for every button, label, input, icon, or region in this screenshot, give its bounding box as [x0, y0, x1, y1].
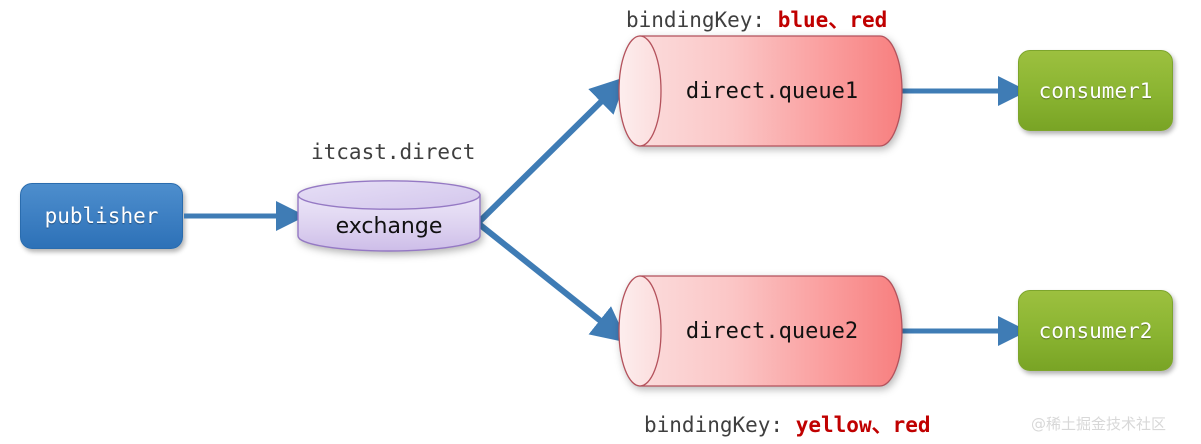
consumer1-label: consumer1 — [1038, 78, 1153, 103]
queue-node-2[interactable]: direct.queue2 — [618, 272, 906, 390]
exchange-node[interactable]: exchange — [296, 180, 482, 252]
binding-key-separator-queue2: 、 — [871, 413, 893, 437]
binding-key-value-queue2-1: yellow — [795, 413, 872, 437]
binding-key-value-queue2-2: red — [892, 413, 931, 437]
binding-key-prefix-queue1: bindingKey: — [626, 8, 766, 32]
exchange-name-label: itcast.direct — [311, 140, 476, 164]
binding-key-value-queue1-1: blue — [777, 8, 829, 32]
arrow-exchange-to-queue1 — [476, 76, 627, 225]
consumer2-label: consumer2 — [1038, 318, 1153, 343]
watermark-text: @稀土掘金技术社区 — [1031, 415, 1167, 433]
consumer-node-1[interactable]: consumer1 — [1018, 50, 1173, 131]
binding-key-label-queue1: bindingKey: blue、red — [626, 4, 887, 34]
queue1-cylinder-shape — [618, 35, 903, 147]
consumer-node-2[interactable]: consumer2 — [1018, 290, 1173, 371]
queue2-cylinder-shape — [618, 275, 903, 387]
queue-node-1[interactable]: direct.queue1 — [618, 32, 906, 150]
binding-key-value-queue1-2: red — [849, 8, 888, 32]
exchange-cylinder-shape — [297, 180, 481, 252]
queue1-label: direct.queue1 — [685, 79, 859, 104]
publisher-label: publisher — [44, 204, 159, 228]
arrow-exchange-to-queue2 — [477, 221, 628, 343]
binding-key-label-queue2: bindingKey: yellow、red — [644, 409, 931, 439]
publisher-node[interactable]: publisher — [20, 183, 183, 249]
queue2-label: direct.queue2 — [685, 319, 859, 344]
exchange-label: exchange — [335, 214, 443, 239]
binding-key-prefix-queue2: bindingKey: — [644, 413, 784, 437]
binding-key-separator-queue1: 、 — [828, 8, 850, 32]
